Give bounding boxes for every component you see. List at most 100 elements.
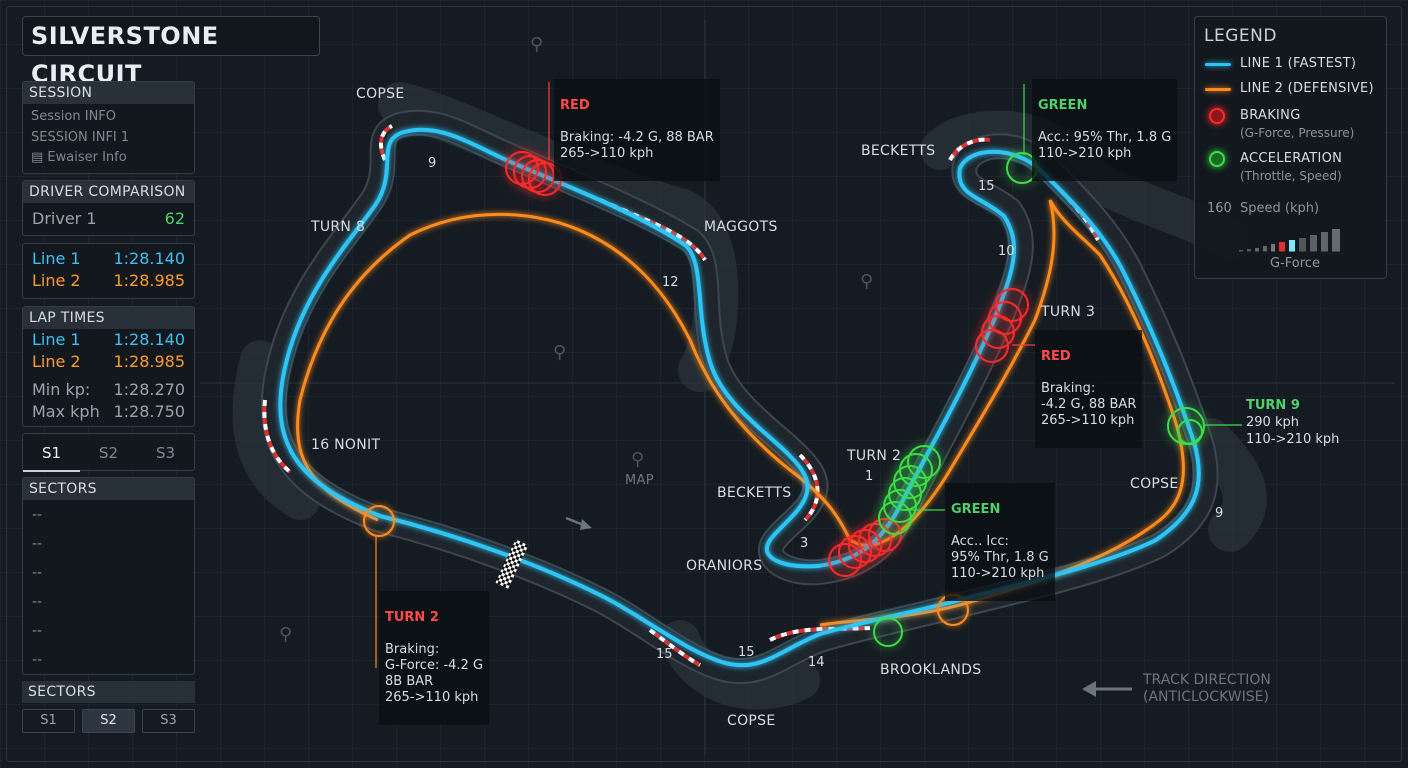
line2-time: 1:28.985 xyxy=(113,271,185,290)
annotation-head: RED xyxy=(560,98,590,113)
track-label-oraniors: ORANIORS xyxy=(686,558,763,574)
map-pin-icon: ⚲ xyxy=(530,34,544,55)
sector-row: -- xyxy=(32,565,43,581)
map-pin-icon: ⚲ xyxy=(279,624,293,645)
line1-label: Line 1 xyxy=(32,249,81,268)
sector-row: -- xyxy=(32,594,43,610)
lap-time-label: Line 2 xyxy=(32,352,81,371)
track-label-brooklands: BROOKLANDS xyxy=(880,662,982,678)
annotation-head: TURN 2 xyxy=(385,610,439,625)
sector-s3-button[interactable]: S3 xyxy=(142,709,195,733)
turn-number: 15 xyxy=(978,179,995,194)
legend-acceleration-sub: (Throttle, Speed) xyxy=(1240,169,1342,183)
sector-tabs: S1 S2 S3 xyxy=(22,433,195,472)
driver-comparison-panel: DRIVER COMPARISON Driver 1 62 xyxy=(22,180,195,236)
track-label-maggots: MAGGOTS xyxy=(704,219,778,235)
track-label-turn8: TURN 8 xyxy=(311,219,366,235)
map-pin-icon: ⚲ xyxy=(631,449,645,470)
lap-time-row[interactable]: Line 2 1:28.985 xyxy=(23,351,194,373)
sector-row: -- xyxy=(32,536,43,552)
annotation-head: TURN 9 xyxy=(1246,398,1300,413)
tab-s1[interactable]: S1 xyxy=(23,434,80,472)
annotation-body: Acc.: 95% Thr, 1.8 G 110->210 kph xyxy=(1038,130,1172,161)
sector-row: -- xyxy=(32,652,43,668)
lap-time-row[interactable]: Line 1 1:28.140 xyxy=(23,329,194,351)
annotation-green-top: GREEN Acc.: 95% Thr, 1.8 G 110->210 kph xyxy=(1032,79,1178,181)
sectors-list-panel: SECTORS -- -- -- -- -- -- xyxy=(22,477,195,675)
acceleration-swatch xyxy=(1209,151,1225,167)
track-label-becketts-top: BECKETTS xyxy=(861,143,936,159)
track-label-turn3: TURN 3 xyxy=(1041,304,1096,320)
tab-s3[interactable]: S3 xyxy=(155,444,176,462)
legend-line2: LINE 2 (DEFENSIVE) xyxy=(1240,81,1374,96)
annotation-body: Acc.. Icc: 95% Thr, 1.8 G 110->210 kph xyxy=(951,534,1049,581)
annotation-red-top: RED Braking: -4.2 G, 88 BAR 265->110 kph xyxy=(554,79,720,181)
legend-braking: BRAKING xyxy=(1240,108,1301,123)
annotation-head: GREEN xyxy=(951,502,1001,517)
session-header: SESSION xyxy=(23,82,194,104)
driver-label: Driver 1 xyxy=(32,209,97,228)
legend-speed-label: Speed (kph) xyxy=(1240,201,1320,216)
annotation-head: GREEN xyxy=(1038,98,1088,113)
track-label-copse-bottom: COPSE xyxy=(727,713,776,729)
turn-number: 9 xyxy=(1215,506,1224,521)
driver-comparison-header: DRIVER COMPARISON xyxy=(23,181,194,203)
sector-row: -- xyxy=(32,507,43,523)
session-panel: SESSION Session INFO SESSION INFI 1 ▤ Ew… xyxy=(22,81,195,174)
turn-number: 15 xyxy=(656,647,673,662)
lap-time-row[interactable]: Min kp: 1:28.270 xyxy=(23,379,194,401)
line1-time: 1:28.140 xyxy=(113,249,185,268)
lap-times-header: LAP TIMES xyxy=(23,307,194,329)
line1-row[interactable]: Line 1 1:28.140 xyxy=(23,248,194,270)
turn-number: 1 xyxy=(865,469,874,484)
session-info-row: ▤ Ewaiser Info xyxy=(23,148,194,169)
map-label: MAP xyxy=(625,473,654,488)
line2-label: Line 2 xyxy=(32,271,81,290)
annotation-turn9: TURN 9 290 kph 110->210 kph xyxy=(1246,397,1339,448)
lap-time-value: 1:28.140 xyxy=(113,330,185,349)
turn-number: 3 xyxy=(800,536,809,551)
gforce-scale xyxy=(1239,229,1340,252)
lap-time-value: 1:28.985 xyxy=(113,352,185,371)
turn-number: 12 xyxy=(662,275,679,290)
lap-times-panel: LAP TIMES Line 1 1:28.140 Line 2 1:28.98… xyxy=(22,306,195,427)
annotation-body: Braking: -4.2 G, 88 BAR 265->110 kph xyxy=(1041,381,1137,428)
tab-s2[interactable]: S2 xyxy=(98,444,119,462)
annotation-body: 290 kph 110->210 kph xyxy=(1246,415,1340,447)
lap-time-label: Max kph xyxy=(32,402,100,421)
sector-s1-button[interactable]: S1 xyxy=(22,709,75,733)
driver-row[interactable]: Driver 1 62 xyxy=(23,208,194,230)
sectors-list-header: SECTORS xyxy=(23,478,194,500)
annotation-body: Braking: -4.2 G, 88 BAR 265->110 kph xyxy=(560,130,714,161)
legend-braking-sub: (G-Force, Pressure) xyxy=(1240,126,1355,140)
track-label-nonit: 16 NONIT xyxy=(311,437,381,453)
legend-gforce-label: G-Force xyxy=(1270,256,1320,271)
annotation-red-right: RED Braking: -4.2 G, 88 BAR 265->110 kph xyxy=(1035,330,1143,448)
sector-button-row: S1 S2 S3 xyxy=(22,709,195,733)
track-label-copse-right: COPSE xyxy=(1130,476,1179,492)
line2-row[interactable]: Line 2 1:28.985 xyxy=(23,270,194,292)
annotation-turn2: TURN 2 Braking: G-Force: -4.2 G 8B BAR 2… xyxy=(379,591,490,725)
sectors-buttons-header: SECTORS xyxy=(22,681,195,703)
lap-time-label: Min kp: xyxy=(32,380,91,399)
turn-number: 9 xyxy=(428,156,437,171)
line1-swatch xyxy=(1205,63,1231,66)
legend-speed-value: 160 xyxy=(1207,201,1232,216)
track-label-copse-top: COPSE xyxy=(356,86,405,102)
annotation-body: Braking: G-Force: -4.2 G 8B BAR 265->110… xyxy=(385,642,484,705)
annotation-head: RED xyxy=(1041,349,1071,364)
track-label-becketts-mid: BECKETTS xyxy=(717,485,792,501)
sector-row: -- xyxy=(32,623,43,639)
line-times-panel: Line 1 1:28.140 Line 2 1:28.985 xyxy=(22,243,195,299)
session-info-text: Ewaiser Info xyxy=(47,150,127,165)
track-label-turn2: TURN 2 xyxy=(847,448,902,464)
turn-number: 10 xyxy=(998,244,1015,259)
turn-number: 15 xyxy=(738,645,755,660)
lap-time-label: Line 1 xyxy=(32,330,81,349)
lap-time-row[interactable]: Max kph 1:28.750 xyxy=(23,401,194,423)
driver-value: 62 xyxy=(164,209,185,228)
sector-s2-button[interactable]: S2 xyxy=(82,709,135,733)
legend-panel: LEGEND LINE 1 (FASTEST) LINE 2 (DEFENSIV… xyxy=(1194,16,1387,279)
session-info-row: Session INFO xyxy=(31,109,117,124)
